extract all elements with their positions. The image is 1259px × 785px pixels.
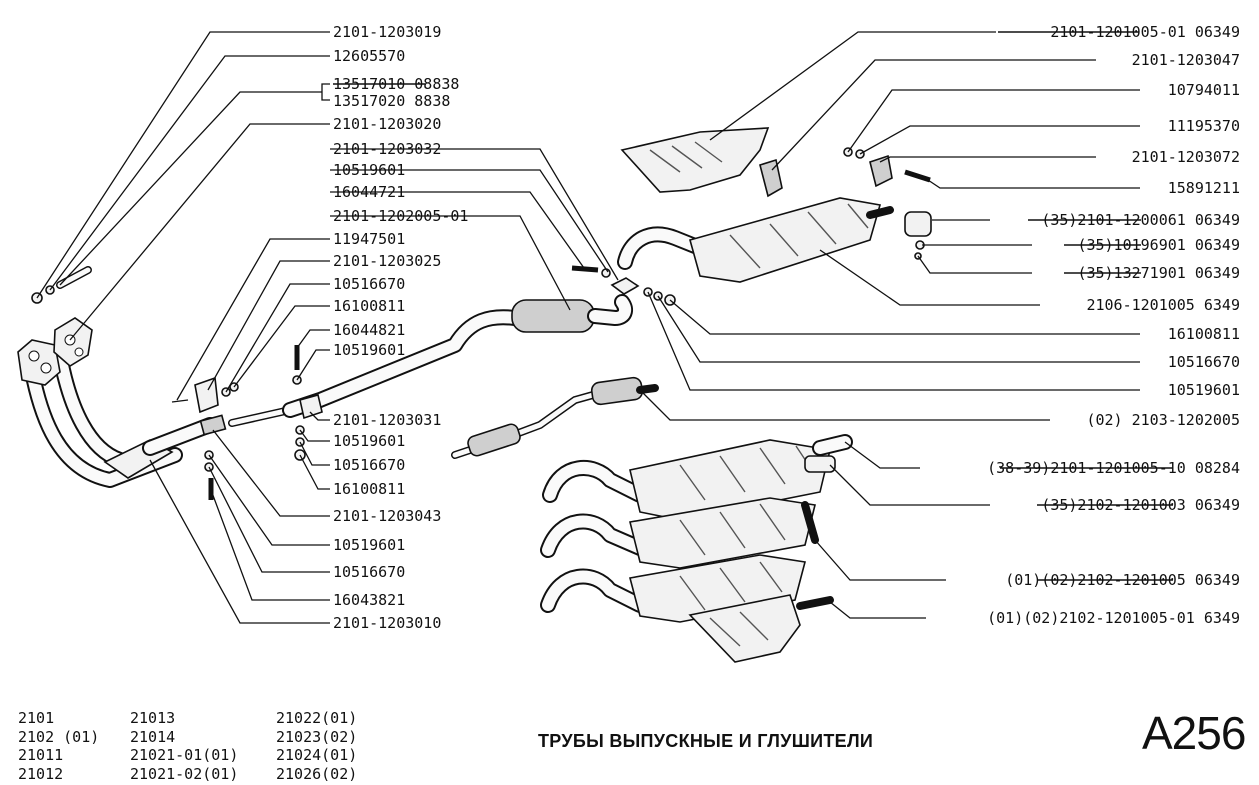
part-label: 2101-1203019 <box>333 23 441 41</box>
model-code: 21013 <box>130 709 176 727</box>
part-label: (35)13271901 06349 <box>1077 264 1240 282</box>
right-labels: 2101-1201005-01 06349 2101-1203047 10794… <box>987 23 1240 627</box>
model-code: 2101 <box>18 709 55 727</box>
model-code: 21022(01) <box>276 709 358 727</box>
heat-shield <box>620 127 770 193</box>
part-label: 16044721 <box>333 183 405 201</box>
part-label: 2101-1203010 <box>333 614 441 632</box>
part-label: 16100811 <box>333 480 405 498</box>
part-label: 2101-1203031 <box>333 411 441 429</box>
part-label: 2101-1203072 <box>1132 148 1240 166</box>
model-code: 2102 (01) <box>18 727 100 746</box>
part-label: 10519601 <box>333 341 405 359</box>
rear-muffler <box>689 197 882 283</box>
part-label: 11195370 <box>1168 117 1240 135</box>
page-code: A256 <box>1142 707 1246 759</box>
part-label: 11947501 <box>333 230 405 248</box>
part-label: 2101-1202005-01 <box>333 207 468 225</box>
part-label: 10794011 <box>1168 81 1240 99</box>
resonator <box>511 299 595 333</box>
part-label: 16044821 <box>333 321 405 339</box>
part-label: 2101-1203020 <box>333 115 441 133</box>
model-code: 21021-02(01) <box>130 764 239 783</box>
model-code: 21023(02) <box>276 727 358 746</box>
part-label: 12605570 <box>333 47 405 65</box>
model-column: 2101 2102 (01) 21011 21012 <box>18 709 99 783</box>
part-label: (35)10196901 06349 <box>1077 236 1240 254</box>
part-label: (01)(02)2102-1201005-01 6349 <box>987 609 1240 627</box>
model-code: 21011 <box>18 746 64 764</box>
part-label: 10519601 <box>1168 381 1240 399</box>
model-code: 21012 <box>18 764 64 783</box>
model-code: 21014 <box>130 727 176 746</box>
part-label: 10519601 <box>333 161 405 179</box>
part-label: 2101-1201005-01 06349 <box>1050 23 1240 41</box>
model-code: 21021-01(01) <box>130 746 239 764</box>
part-label: 10519601 <box>333 536 405 554</box>
part-label: 2101-1203043 <box>333 507 441 525</box>
part-label: 15891211 <box>1168 179 1240 197</box>
part-label: 16043821 <box>333 591 405 609</box>
part-label: 10516670 <box>333 275 405 293</box>
muffler-variant-2 <box>540 497 819 569</box>
part-label: 16100811 <box>1168 325 1240 343</box>
part-label: 10516670 <box>333 456 405 474</box>
part-label: 2101-1203025 <box>333 252 441 270</box>
part-label: 2106-1201005 6349 <box>1086 296 1240 314</box>
left-labels: 2101-1203019 12605570 13517010 08838 135… <box>333 23 468 632</box>
leader-lines <box>36 31 1140 624</box>
part-label: (02) 2103-1202005 <box>1086 411 1240 429</box>
model-column: 21013 21014 21021-01(01) 21021-02(01) <box>130 709 238 783</box>
parts-illustration <box>17 127 932 663</box>
flange-gasket-left <box>17 339 61 386</box>
model-code: 21024(01) <box>276 746 358 764</box>
muffler-variant-3 <box>540 554 834 663</box>
part-label: 2101-1203032 <box>333 140 441 158</box>
model-column: 21022(01) 21023(02) 21024(01) 21026(02) <box>276 709 357 783</box>
part-label: 16100811 <box>333 297 405 315</box>
part-label: 10516670 <box>1168 353 1240 371</box>
part-label: 10519601 <box>333 432 405 450</box>
model-code: 21026(02) <box>276 764 358 783</box>
part-label: 13517020 8838 <box>333 92 450 110</box>
part-label: 10516670 <box>333 563 405 581</box>
page-title: ТРУБЫ ВЫПУСКНЫЕ И ГЛУШИТЕЛИ <box>538 731 874 751</box>
part-label: 2101-1203047 <box>1132 51 1240 69</box>
